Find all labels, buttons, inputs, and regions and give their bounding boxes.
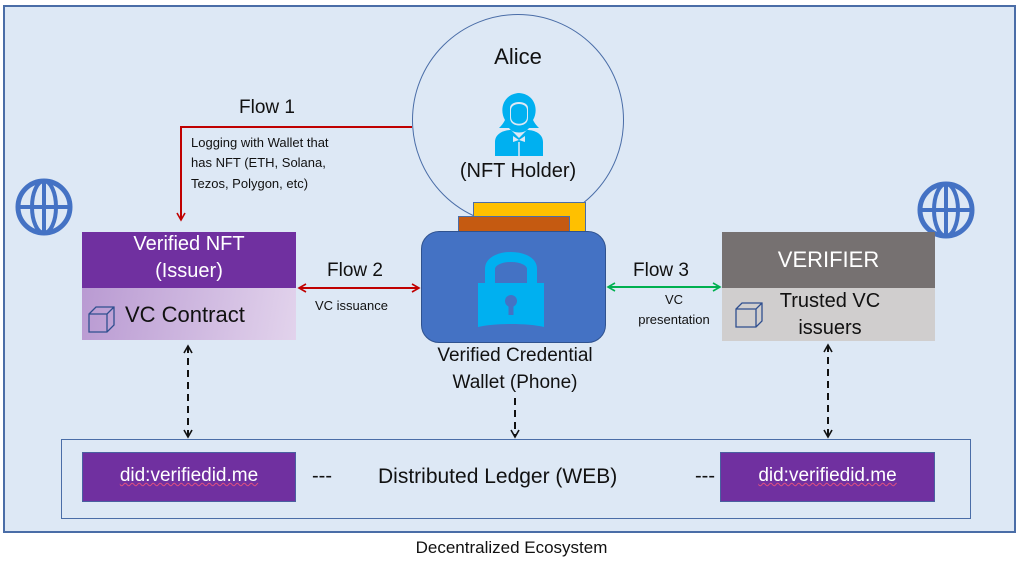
flow1-arrow — [176, 126, 412, 222]
ledger-box — [61, 439, 971, 519]
lock-icon — [478, 247, 544, 331]
wallet-label-line1: Verified Credential — [437, 345, 593, 366]
flow1-desc-line2: has NFT (ETH, Solana, — [191, 155, 326, 170]
issuer-contract-area — [82, 288, 296, 340]
globe-icon-right — [916, 180, 976, 240]
wallet-label-line2: Wallet (Phone) — [452, 372, 578, 393]
issuer-header — [82, 232, 296, 288]
flow1-label: Flow 1 — [239, 97, 295, 118]
ledger-label: Distributed Ledger (WEB) — [378, 465, 618, 488]
flow3-desc-line1: VC — [664, 292, 684, 307]
cube-icon-issuer — [87, 305, 117, 335]
verifier-trusted-line2: issuers — [798, 317, 862, 339]
issuer-title-line1: Verified NFT — [133, 233, 245, 255]
cube-icon-verifier — [734, 301, 764, 329]
flow2-desc: VC issuance — [315, 298, 388, 313]
verifier-title: VERIFIER — [777, 247, 880, 272]
verifier-header — [722, 232, 935, 288]
globe-icon-left — [14, 177, 74, 237]
flow3-desc-line2: presentation — [638, 312, 710, 327]
verifier-trusted-area — [722, 288, 935, 341]
issuer-contract-label: VC Contract — [125, 302, 245, 327]
flow2-label: Flow 2 — [327, 260, 383, 281]
did-badge-right: did:verifiedid.me — [720, 452, 935, 502]
ledger-separator-left: --- — [312, 465, 332, 487]
flow3-label: Flow 3 — [633, 260, 689, 281]
diagram-caption: Decentralized Ecosystem — [415, 538, 608, 557]
ledger-separator-right: --- — [695, 465, 715, 487]
person-icon — [489, 90, 549, 156]
flow1-desc-line1: Logging with Wallet that — [191, 135, 329, 150]
holder-role: (NFT Holder) — [459, 160, 577, 182]
did-badge-left: did:verifiedid.me — [82, 452, 296, 502]
holder-name: Alice — [494, 44, 542, 69]
verifier-trusted-line1: Trusted VC — [779, 290, 881, 312]
issuer-title-line2: (Issuer) — [155, 260, 223, 282]
flow1-desc-line3: Tezos, Polygon, etc) — [191, 176, 309, 191]
